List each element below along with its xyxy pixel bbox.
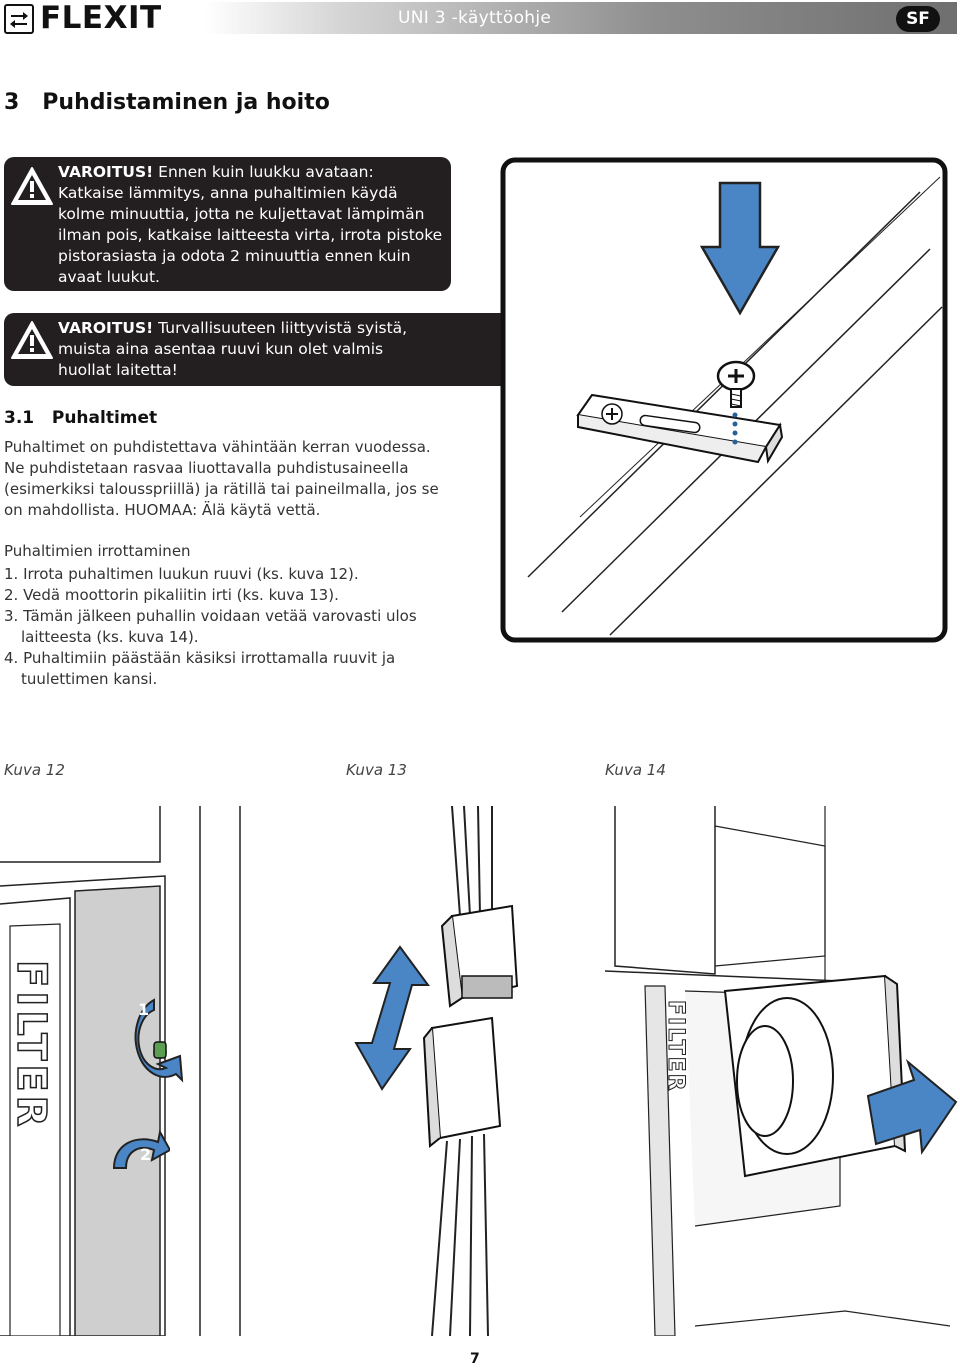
removal-heading: Puhaltimien irrottaminen: [4, 542, 191, 560]
step-4: 4. Puhaltimiin päästään käsiksi irrottam…: [4, 649, 396, 667]
screw-icon: [715, 360, 757, 416]
step-number-2: 2: [140, 1145, 152, 1164]
warning-triangle-icon: [10, 166, 54, 210]
header-bar: [205, 2, 957, 34]
step-4-continued: tuulettimen kansi.: [21, 670, 158, 688]
screw-illustration: [500, 157, 948, 647]
page-number: 7: [470, 1351, 480, 1367]
step-2: 2. Vedä moottorin pikaliitin irti (ks. k…: [4, 586, 339, 604]
step-number-1: 1: [138, 1000, 150, 1019]
document-title: UNI 3 -käyttöohje: [398, 8, 552, 28]
warning-2-text: VAROITUS! Turvallisuuteen liittyvistä sy…: [58, 318, 428, 381]
warning-1-text: VAROITUS! Ennen kuin luukku avataan: Kat…: [58, 162, 443, 288]
figure-14-caption: Kuva 14: [605, 761, 666, 779]
subsection-title: 3.1 Puhaltimet: [4, 408, 158, 428]
figure-14-illustration: [604, 806, 955, 1340]
figure-12-caption: Kuva 12: [4, 761, 65, 779]
filter-label-12: FILTER: [7, 959, 55, 1131]
warning-box-2: [4, 313, 509, 386]
right-arrow-icon: [866, 1056, 958, 1160]
down-arrow-icon: [699, 181, 781, 321]
brand-logo: FLEXIT: [40, 0, 162, 36]
swap-arrows-icon: [4, 4, 34, 34]
warning-1-body: Ennen kuin luukku avataan: Katkaise lämm…: [58, 163, 443, 286]
rotate-arrow-icon: [118, 994, 184, 1094]
double-arrow-icon: [354, 945, 430, 1095]
warning-triangle-icon: [10, 320, 54, 364]
filter-label-14: FILTER: [663, 1000, 689, 1094]
figure-13-caption: Kuva 13: [346, 761, 407, 779]
warning-2-label: VAROITUS!: [58, 319, 154, 337]
warning-box-1: [4, 157, 451, 291]
figure-12-illustration: [0, 806, 250, 1340]
figure-13-illustration: [352, 805, 552, 1340]
step-3: 3. Tämän jälkeen puhallin voidaan vetää …: [4, 607, 417, 625]
section-title: 3 Puhdistaminen ja hoito: [4, 90, 330, 115]
step-3-continued: laitteesta (ks. kuva 14).: [21, 628, 199, 646]
language-badge: SF: [896, 6, 940, 32]
warning-2-body: Turvallisuuteen liittyvistä syistä, muis…: [58, 319, 408, 379]
step-1: 1. Irrota puhaltimen luukun ruuvi (ks. k…: [4, 565, 359, 583]
warning-1-label: VAROITUS!: [58, 163, 154, 181]
intro-paragraph: Puhaltimet on puhdistettava vähintään ke…: [4, 438, 439, 519]
